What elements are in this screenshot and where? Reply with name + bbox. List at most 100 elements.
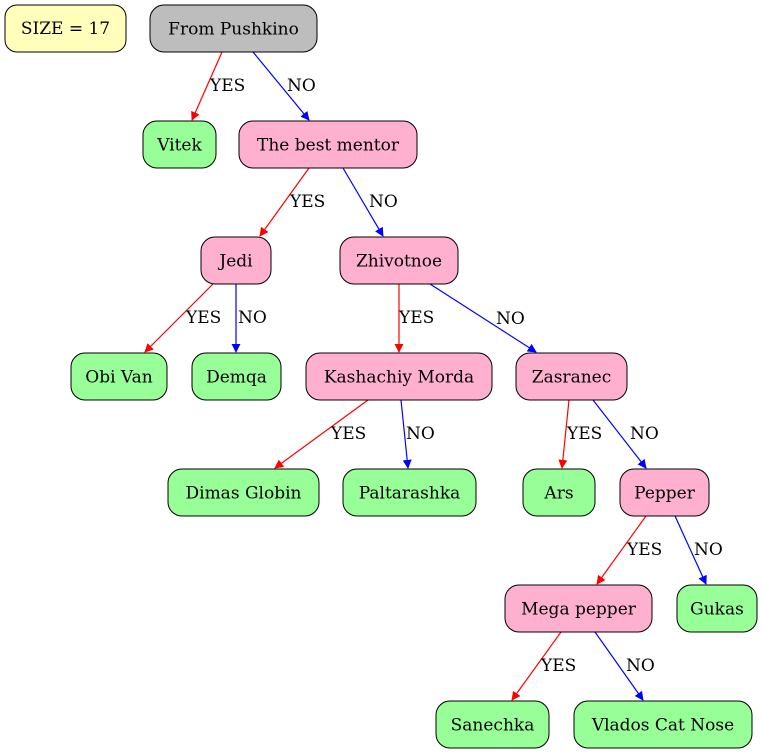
- edges-layer: YES NO YES NO YES NO YES NO YES NO YES NO YES NO YES NO: [144, 51, 723, 701]
- node-label: Paltarashka: [359, 484, 461, 504]
- edge-megapepper-to-vlados: NO: [594, 631, 655, 701]
- node-box-answer: [435, 700, 550, 749]
- node-box-question: [305, 352, 493, 401]
- tree-node-paltarashka: Paltarashka: [342, 468, 477, 517]
- tree-node-pepper: Pepper: [619, 468, 710, 517]
- node-box-question: [619, 468, 710, 517]
- node-box-answer: [191, 352, 282, 401]
- node-label: Zhivotnoe: [356, 252, 442, 272]
- tree-node-obivan: Obi Van: [70, 352, 168, 401]
- edge-arrow-no: [400, 399, 412, 469]
- tree-node-zasranec: Zasranec: [515, 352, 628, 401]
- edge-zhivotnoe-to-kashachiy: YES: [394, 284, 434, 353]
- node-label: Kashachiy Morda: [324, 368, 474, 388]
- node-box-answer: [573, 700, 753, 749]
- node-label: Demqa: [206, 368, 267, 388]
- node-label: Ars: [543, 484, 573, 504]
- edge-label-no: NO: [369, 192, 398, 212]
- node-box-question: [238, 120, 418, 169]
- edge-label-yes: YES: [289, 192, 325, 212]
- edge-kashachiy-to-dimas: YES: [274, 399, 369, 469]
- node-label: Sanechka: [451, 716, 535, 736]
- edge-label-no: NO: [287, 76, 316, 96]
- tree-node-mentor: The best mentor: [238, 120, 418, 169]
- tree-node-ars: Ars: [522, 468, 596, 517]
- edge-arrow-yes: [558, 399, 570, 469]
- edge-arrow-no: [342, 167, 384, 237]
- size-info-label: SIZE = 17: [21, 19, 110, 39]
- edge-label-no: NO: [496, 309, 525, 329]
- edge-arrow-yes: [511, 631, 562, 701]
- edge-arrow-yes: [259, 167, 310, 237]
- node-label: From Pushkino: [168, 20, 299, 40]
- node-label: Vitek: [156, 136, 202, 156]
- edge-arrow-yes: [191, 51, 223, 121]
- node-label: Vlados Cat Nose: [591, 716, 734, 736]
- edge-label-yes: YES: [185, 308, 221, 328]
- node-box-answer: [342, 468, 477, 517]
- edge-arrow-yes: [144, 283, 214, 353]
- edge-arrow-no: [252, 51, 310, 121]
- edge-label-no: NO: [406, 424, 435, 444]
- edge-kashachiy-to-paltarashka: NO: [400, 399, 435, 469]
- tree-node-vitek: Vitek: [142, 120, 217, 169]
- node-label: Mega pepper: [521, 600, 637, 620]
- tree-node-gukas: Gukas: [676, 584, 758, 633]
- edge-zasranec-to-pepper: NO: [592, 399, 659, 469]
- node-box-question: [200, 236, 272, 285]
- tree-node-jedi: Jedi: [200, 236, 272, 285]
- tree-node-vlados: Vlados Cat Nose: [573, 700, 753, 749]
- tree-node-dimas: Dimas Globin: [167, 468, 320, 517]
- edge-label-no: NO: [626, 656, 655, 676]
- node-label: Pepper: [634, 484, 696, 504]
- edge-megapepper-to-sanechka: YES: [511, 631, 576, 701]
- edge-pepper-to-gukas: NO: [674, 515, 723, 585]
- edge-arrow-yes: [596, 515, 647, 585]
- edge-label-yes: YES: [209, 76, 245, 96]
- node-label: Dimas Globin: [186, 484, 302, 504]
- edge-label-yes: YES: [398, 308, 434, 328]
- tree-node-megapepper: Mega pepper: [504, 584, 653, 633]
- edge-arrow-no: [429, 283, 537, 353]
- size-info-box: [4, 4, 127, 53]
- node-box-question: [339, 236, 459, 285]
- edge-jedi-to-demqa: NO: [231, 284, 267, 353]
- edge-label-yes: YES: [566, 424, 602, 444]
- node-box-answer: [522, 468, 596, 517]
- edge-mentor-to-jedi: YES: [259, 167, 325, 237]
- edge-label-yes: YES: [330, 424, 366, 444]
- node-box-answer: [676, 584, 758, 633]
- node-box-question: [515, 352, 628, 401]
- edge-label-no: NO: [238, 308, 267, 328]
- edge-zasranec-to-ars: YES: [558, 399, 602, 469]
- edge-label-yes: YES: [626, 540, 662, 560]
- edge-root-to-mentor: NO: [252, 51, 316, 121]
- edge-label-no: NO: [694, 540, 723, 560]
- node-label: Obi Van: [85, 368, 153, 388]
- node-box-root: [149, 4, 318, 53]
- edge-root-to-vitek: YES: [191, 51, 245, 121]
- node-label: Jedi: [217, 252, 253, 272]
- edge-arrow-no: [674, 515, 707, 585]
- node-label: Gukas: [690, 600, 744, 620]
- node-box-answer: [70, 352, 168, 401]
- tree-node-zhivotnoe: Zhivotnoe: [339, 236, 459, 285]
- edge-arrow-no: [592, 399, 647, 469]
- tree-node-root: From Pushkino: [149, 4, 318, 53]
- size-info: SIZE = 17: [4, 4, 127, 53]
- tree-node-demqa: Demqa: [191, 352, 282, 401]
- tree-node-sanechka: Sanechka: [435, 700, 550, 749]
- edge-label-yes: YES: [540, 656, 576, 676]
- node-box-question: [504, 584, 653, 633]
- node-box-answer: [142, 120, 217, 169]
- edge-zhivotnoe-to-zasranec: NO: [429, 283, 537, 353]
- edge-arrow-yes: [274, 399, 369, 469]
- edge-jedi-to-obivan: YES: [144, 283, 221, 353]
- node-label: The best mentor: [257, 136, 400, 156]
- edge-label-no: NO: [630, 424, 659, 444]
- edge-arrow-no: [594, 631, 644, 701]
- edge-mentor-to-zhivotnoe: NO: [342, 167, 398, 237]
- node-label: Zasranec: [532, 368, 611, 388]
